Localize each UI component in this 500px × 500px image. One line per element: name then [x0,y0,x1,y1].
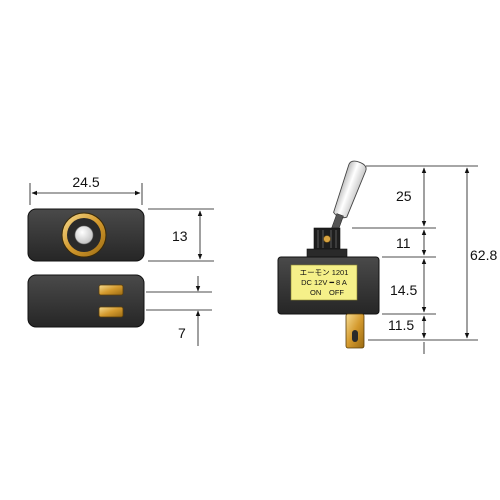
right-extension-lines [352,165,478,341]
top-view [27,208,145,262]
dim-total-label: 62.8 [470,247,497,263]
dim-height-label: 13 [172,228,188,244]
dim-width-label: 24.5 [72,174,99,190]
bottom-view [27,274,145,328]
dim-body: 14.5 [390,258,427,313]
dim-terminal-label: 11.5 [388,317,414,333]
spec-label-line1: エーモン 1201 [300,268,349,277]
dim-bushing-label: 11 [396,235,411,251]
dim-width: 24.5 [29,174,143,205]
terminal-upper [98,284,124,296]
dim-bushing: 11 [396,229,427,256]
threaded-bushing [306,227,348,258]
dim-tab-spacing: 7 [146,276,212,346]
dim-terminal: 11.5 [388,315,427,354]
dim-height: 13 [148,208,214,262]
spec-label-off: OFF [329,288,344,297]
terminal-tab [345,313,365,349]
spec-label [290,264,358,301]
lever-top-button [74,225,94,245]
dim-tab-spacing-label: 7 [178,325,186,341]
spec-label-line2: DC 12V ━ 8 A [301,278,347,287]
dim-lever-label: 25 [396,188,412,204]
switch-body-bottom [27,274,145,328]
side-view: エーモン 1201 DC 12V ━ 8 A ON OFF [277,160,380,349]
dim-body-label: 14.5 [390,282,417,298]
terminal-lower [98,306,124,318]
lever-handle [331,160,367,232]
dim-lever: 25 [396,167,427,227]
spec-label-on: ON [310,288,321,297]
dim-total: 62.8 [464,167,497,339]
